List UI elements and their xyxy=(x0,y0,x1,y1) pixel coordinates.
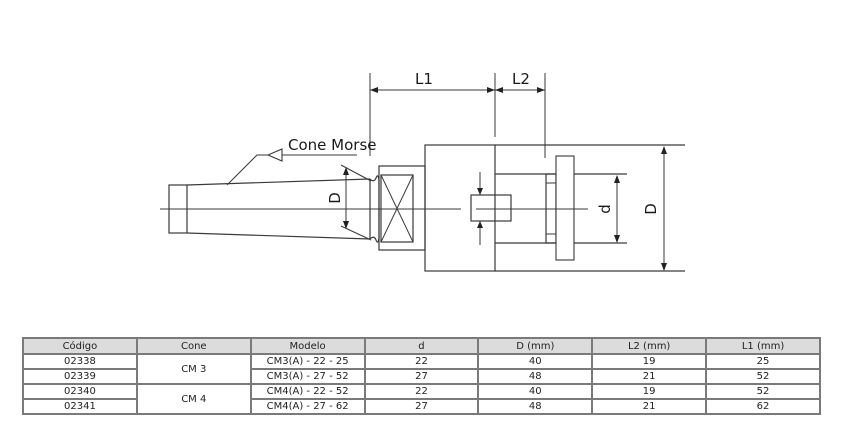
cell-codigo: 02340 xyxy=(22,383,138,400)
table-row: 02341 CM4(A) - 27 - 62 27 48 21 62 xyxy=(22,398,821,415)
cell-L1: 25 xyxy=(705,353,821,370)
table-row: 02339 CM3(A) - 27 - 52 27 48 21 52 xyxy=(22,368,821,385)
header-L2: L2 (mm) xyxy=(591,337,708,355)
cell-codigo: 02339 xyxy=(22,368,138,385)
header-L1: L1 (mm) xyxy=(705,337,821,355)
header-cone: Cone xyxy=(135,337,252,355)
table-row: 02340 CM 4 CM4(A) - 22 - 52 22 40 19 52 xyxy=(22,383,821,415)
main-body xyxy=(424,144,512,272)
label-L2: L2 xyxy=(512,70,530,88)
key-dimension xyxy=(477,172,483,245)
label-d-bore: d xyxy=(596,204,614,214)
header-codigo: Código xyxy=(22,337,138,355)
morse-taper-shank xyxy=(168,178,371,240)
cell-modelo: CM4(A) - 27 - 62 xyxy=(249,398,366,415)
cell-d: 22 xyxy=(363,383,480,400)
bore-flange xyxy=(495,144,685,272)
label-cone-morse: Cone Morse xyxy=(288,136,376,154)
technical-drawing: L1 L2 Cone Morse D d D xyxy=(160,70,685,272)
cell-L2: 21 xyxy=(591,398,708,415)
cell-modelo: CM3(A) - 27 - 52 xyxy=(249,368,366,385)
cell-cone: CM 3 xyxy=(135,353,252,385)
cell-modelo: CM4(A) - 22 - 52 xyxy=(249,383,366,400)
header-modelo: Modelo xyxy=(249,337,366,355)
cone-morse-leader: Cone Morse xyxy=(226,136,376,186)
header-d: d xyxy=(363,337,480,355)
dimension-D-body: D xyxy=(642,146,667,271)
dimension-L1-L2: L1 L2 xyxy=(369,70,546,158)
cell-codigo: 02341 xyxy=(22,398,138,415)
cell-cone: CM 4 xyxy=(135,383,252,415)
label-D-taper: D xyxy=(326,192,344,204)
cell-D: 40 xyxy=(477,383,594,400)
cell-codigo: 02338 xyxy=(22,353,138,370)
cell-L2: 19 xyxy=(591,383,708,400)
cell-L1: 62 xyxy=(705,398,821,415)
cell-d: 27 xyxy=(363,368,480,385)
cell-L1: 52 xyxy=(705,368,821,385)
dimension-D-taper: D xyxy=(326,164,372,241)
label-D-body: D xyxy=(642,203,660,215)
label-L1: L1 xyxy=(415,70,433,88)
cell-D: 48 xyxy=(477,398,594,415)
hex-block xyxy=(378,165,426,251)
cell-L2: 21 xyxy=(591,368,708,385)
dimension-d-bore: d xyxy=(596,175,620,243)
table-header-row: Código Cone Modelo d D (mm) L2 (mm) L1 (… xyxy=(22,337,821,355)
specifications-table: Código Cone Modelo d D (mm) L2 (mm) L1 (… xyxy=(22,337,821,415)
cell-d: 22 xyxy=(363,353,480,370)
cell-modelo: CM3(A) - 22 - 25 xyxy=(249,353,366,370)
cell-L1: 52 xyxy=(705,383,821,400)
cell-d: 27 xyxy=(363,398,480,415)
cell-D: 40 xyxy=(477,353,594,370)
header-D: D (mm) xyxy=(477,337,594,355)
table-row: 02338 CM 3 CM3(A) - 22 - 25 22 40 19 25 xyxy=(22,353,821,385)
cell-L2: 19 xyxy=(591,353,708,370)
cell-D: 48 xyxy=(477,368,594,385)
